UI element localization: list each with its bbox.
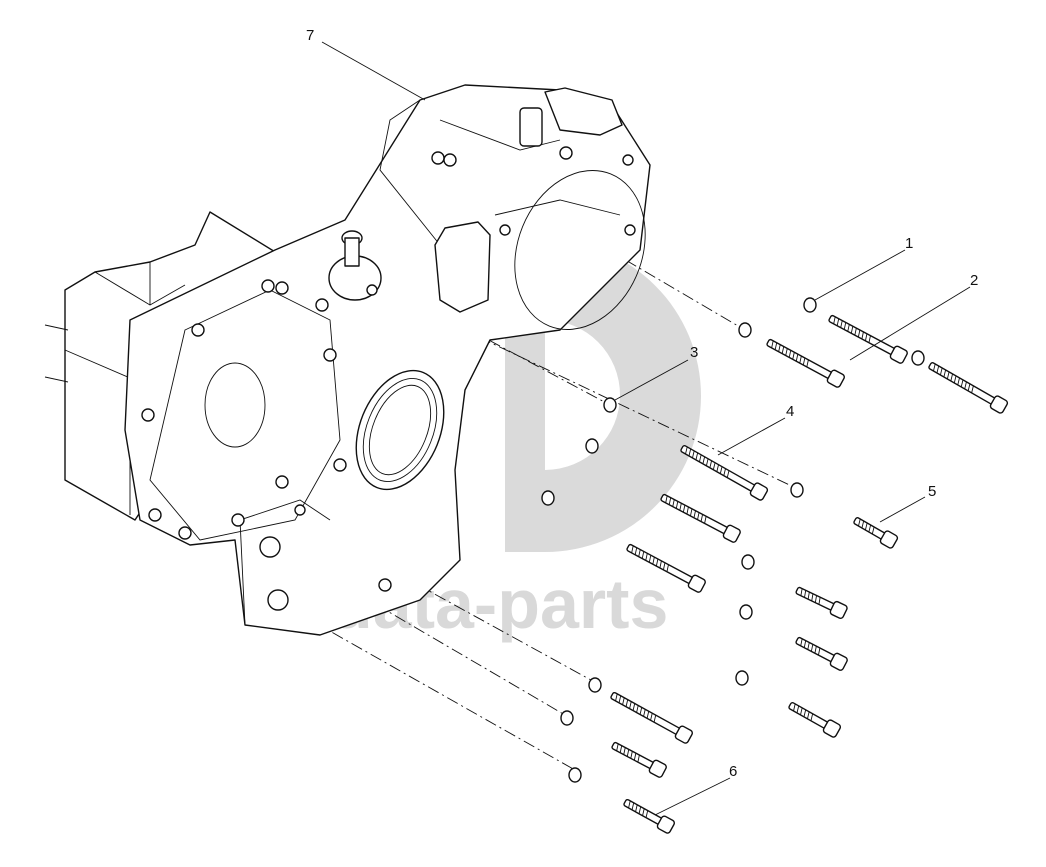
bolt — [660, 493, 741, 543]
bolt — [623, 798, 676, 834]
bolt — [828, 314, 908, 364]
bolt — [795, 636, 848, 671]
leader-lines — [321, 41, 971, 816]
washer — [739, 604, 753, 620]
callout-label-1: 1 — [905, 235, 913, 252]
washer — [803, 297, 817, 313]
washer — [603, 397, 617, 413]
callout-label-7: 7 — [306, 27, 314, 44]
washer — [735, 670, 749, 686]
bolt — [853, 516, 899, 549]
washer — [585, 438, 599, 454]
callout-label-6: 6 — [729, 763, 737, 780]
washer — [911, 350, 925, 366]
washers — [541, 297, 925, 783]
washer — [568, 767, 582, 783]
washer — [738, 322, 752, 338]
washer — [741, 554, 755, 570]
bolt — [610, 691, 694, 744]
washer — [588, 677, 602, 693]
bolt — [928, 361, 1009, 414]
bolts — [610, 314, 1009, 834]
bolt — [788, 701, 842, 738]
callout-label-3: 3 — [690, 344, 698, 361]
washer — [541, 490, 555, 506]
bolt — [795, 586, 848, 620]
bolt — [611, 741, 667, 778]
timing-gear-housing — [44, 84, 651, 636]
washer — [790, 482, 804, 498]
bolt — [680, 444, 769, 501]
bolt — [626, 543, 706, 593]
callout-label-5: 5 — [928, 483, 936, 500]
washer — [560, 710, 574, 726]
callout-label-4: 4 — [786, 403, 794, 420]
bolt — [766, 338, 845, 388]
callout-label-2: 2 — [970, 272, 978, 289]
